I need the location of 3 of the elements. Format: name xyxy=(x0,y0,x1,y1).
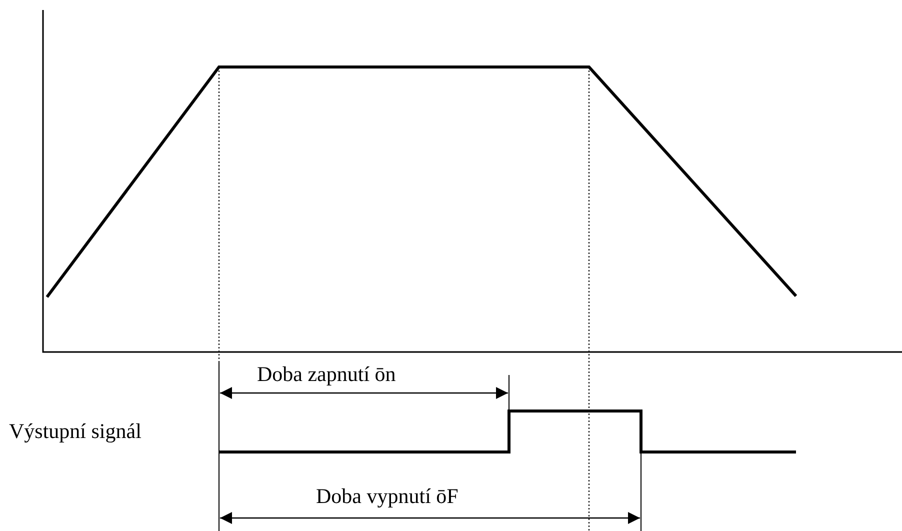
signal-label: Výstupní signál xyxy=(9,419,142,443)
dimension-label: Doba zapnutí ōn xyxy=(257,362,396,386)
dimension-label: Doba vypnutí ōF xyxy=(316,484,458,508)
